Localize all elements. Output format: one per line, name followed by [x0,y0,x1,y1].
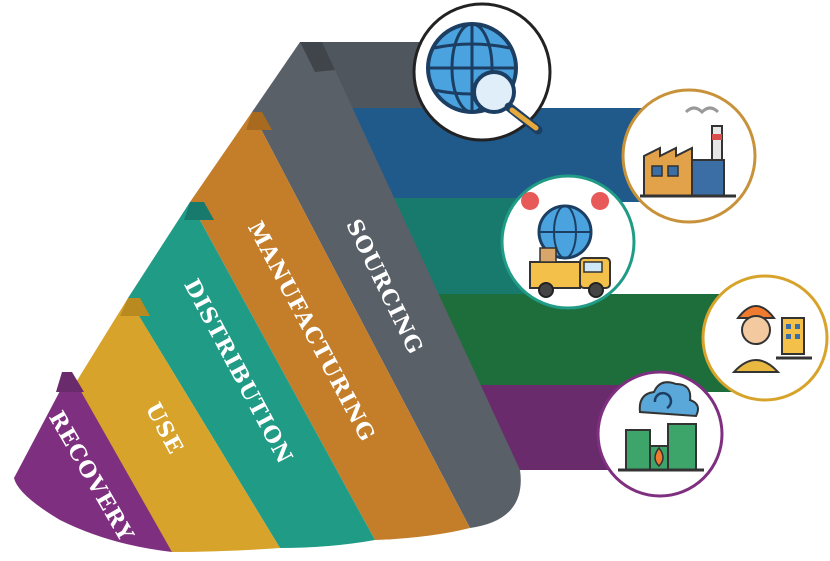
ribbon-recovery-edge [56,372,84,392]
ribbon-recovery [14,372,172,552]
ribbon-use-edge [120,298,150,316]
environment-city-icon [596,370,724,498]
ribbon-sourcing-edge [300,42,335,72]
ribbon-use [70,298,280,552]
ribbon-distribution [128,202,375,548]
ribbon-manufacturing [190,112,470,540]
ribbon-distribution-edge [184,202,214,220]
globe-search-icon [412,2,552,142]
band-use [420,294,740,392]
ribbon-manufacturing-edge [246,112,272,130]
factory-icon [621,88,757,224]
worker-icon [701,274,829,402]
ribbon-sourcing [252,42,521,528]
delivery-truck-globe-icon [500,174,636,310]
